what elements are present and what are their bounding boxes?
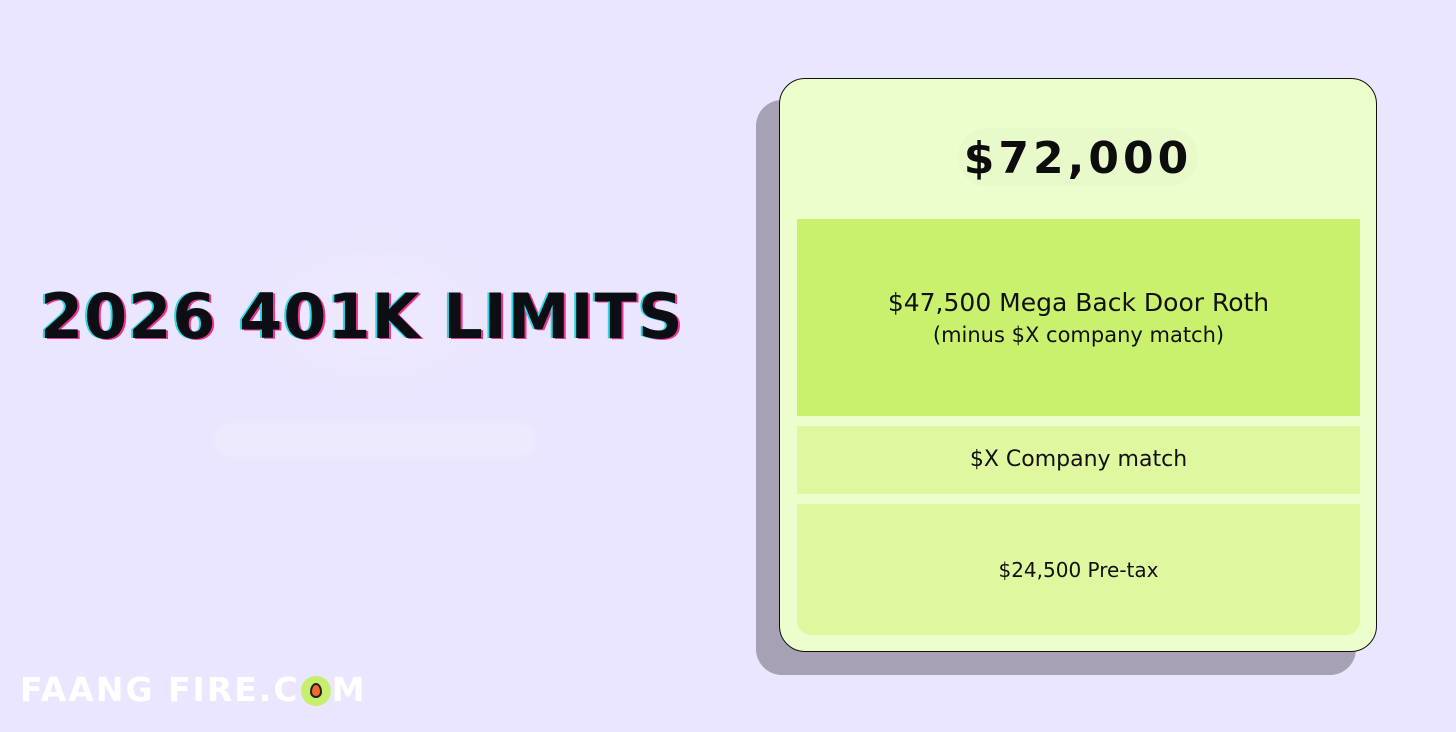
brand-text-start: FAANG FIRE.C — [20, 670, 300, 709]
page-title: 2026 401K LIMITS — [40, 280, 684, 353]
watermark-bar — [215, 425, 535, 455]
segment-pretax: $24,500 Pre-tax — [797, 504, 1360, 635]
brand-text-end: M — [331, 670, 367, 709]
segment-label: $24,500 Pre-tax — [998, 557, 1159, 582]
flame-icon — [300, 675, 331, 706]
brand-logo: FAANG FIRE.C M — [20, 670, 366, 709]
segment-label: $47,500 Mega Back Door Roth — [887, 287, 1270, 317]
segment-company-match: $X Company match — [797, 426, 1360, 494]
faded-watermark-logo — [215, 230, 535, 460]
segment-sublabel: (minus $X company match) — [932, 322, 1225, 347]
segment-mega-backdoor-roth: $47,500 Mega Back Door Roth (minus $X co… — [797, 219, 1360, 416]
total-limit: $72,000 — [963, 133, 1193, 184]
watermark-shape — [245, 230, 505, 400]
segment-label: $X Company match — [969, 447, 1188, 472]
total-highlight — [958, 128, 1198, 186]
